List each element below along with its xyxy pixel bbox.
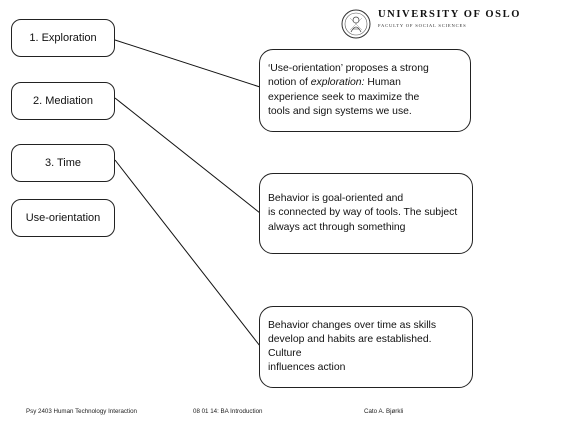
label-use-orientation-text: Use-orientation (25, 212, 101, 224)
description-time-text: Behavior changes over time as skills dev… (268, 319, 464, 375)
desc-line: is connected by way of tools. The subjec… (268, 207, 458, 219)
footer-date: 08 01 14: BA Introduction (193, 408, 263, 415)
footer-course: Psy 2403 Human Technology Interaction (26, 408, 137, 415)
label-time: 3. Time (11, 144, 115, 182)
desc-line: always act through something (268, 221, 406, 233)
connector-time (114, 159, 261, 347)
desc-line: develop and habits are established. Cult… (268, 333, 432, 359)
desc-line: influences action (268, 362, 346, 374)
description-exploration-text: ‘Use-orientation’ proposes a strong noti… (268, 62, 429, 118)
description-mediation: Behavior is goal-oriented and is connect… (259, 173, 473, 254)
description-time: Behavior changes over time as skills dev… (259, 306, 473, 388)
desc-line: Behavior changes over time as skills (268, 319, 437, 331)
label-mediation-text: 2. Mediation (33, 95, 93, 107)
desc-fragment: notion of (268, 77, 311, 89)
label-exploration: 1. Exploration (11, 19, 115, 57)
desc-line: tools and sign systems we use. (268, 105, 412, 117)
label-time-text: 3. Time (44, 157, 82, 169)
desc-line: experience seek to maximize the (268, 91, 420, 103)
description-mediation-text: Behavior is goal-oriented and is connect… (268, 192, 457, 234)
university-name: UNIVERSITY OF OSLO (378, 9, 521, 20)
label-mediation: 2. Mediation (11, 82, 115, 120)
faculty-name: FACULTY OF SOCIAL SCIENCES (378, 23, 467, 28)
desc-line: notion of exploration: Human (268, 76, 429, 90)
connector-mediation (114, 97, 261, 214)
description-exploration: ‘Use-orientation’ proposes a strong noti… (259, 49, 471, 132)
university-seal-icon (341, 9, 371, 39)
footer-author: Cato A. Bjørkli (364, 408, 404, 415)
desc-line: Behavior is goal-oriented and (268, 193, 404, 205)
desc-line: ‘Use-orientation’ proposes a strong (268, 63, 429, 75)
label-exploration-text: 1. Exploration (29, 32, 97, 44)
label-use-orientation: Use-orientation (11, 199, 115, 237)
desc-fragment: Human (364, 77, 401, 89)
connector-exploration (114, 39, 261, 88)
desc-emphasis: exploration: (310, 77, 365, 89)
